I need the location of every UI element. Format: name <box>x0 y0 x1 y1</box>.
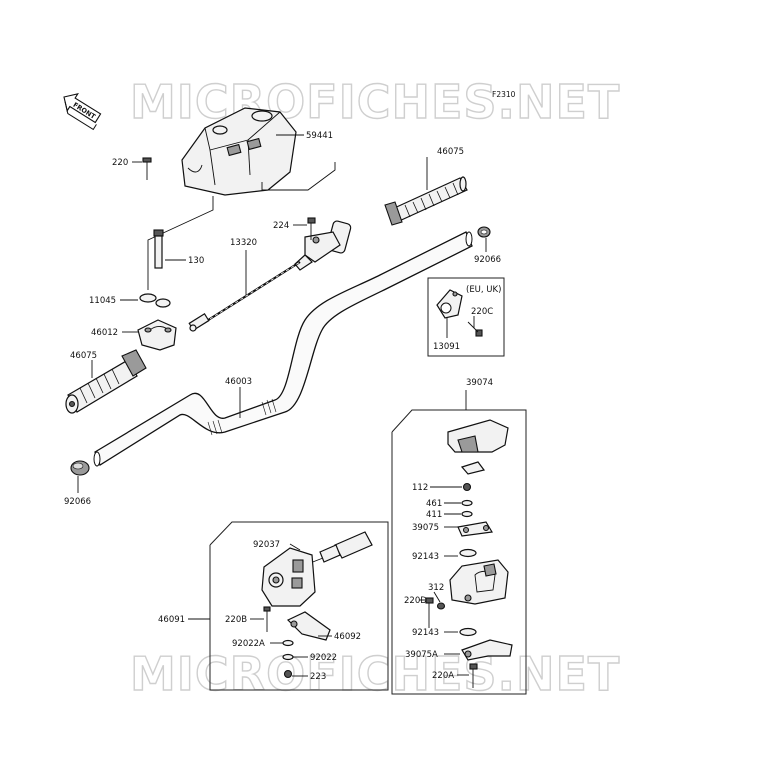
label-39075a: 39075A <box>405 650 438 660</box>
end-cap-92066-right <box>477 226 491 238</box>
label-312: 312 <box>428 583 444 593</box>
region-note: (EU, UK) <box>466 285 501 295</box>
label-220a: 220A <box>432 671 454 681</box>
switch-group-39074-frame <box>391 409 527 695</box>
label-92143-top: 92143 <box>412 552 439 562</box>
label-112: 112 <box>412 483 428 493</box>
pin-312 <box>436 602 446 610</box>
label-411: 411 <box>426 510 442 520</box>
front-arrow-icon: FRONT <box>63 92 102 131</box>
screw-220a <box>469 663 478 688</box>
washer-461 <box>461 499 473 507</box>
label-46012: 46012 <box>91 328 118 338</box>
clip-plate <box>460 461 486 475</box>
screw-224 <box>307 217 316 240</box>
left-switch-housing <box>261 547 316 607</box>
switch-cover-39074 <box>447 419 509 453</box>
bolt-130 <box>153 229 164 269</box>
spring-92143-top <box>459 548 477 558</box>
screw-220 <box>142 157 152 180</box>
label-220-top: 220 <box>112 158 128 168</box>
label-46091: 46091 <box>158 615 185 625</box>
handlebar-46003 <box>93 231 473 467</box>
label-220d: 220D <box>404 596 427 606</box>
watermark-bottom: MICROFICHES.NET <box>130 647 620 701</box>
screw-220c <box>467 321 483 337</box>
switch-lever-39075 <box>457 521 493 537</box>
label-130: 130 <box>188 256 204 266</box>
grip-46075-left <box>65 349 147 414</box>
figure-code: F2310 <box>492 90 516 99</box>
grip-46075-right <box>384 176 468 226</box>
throttle-cable-13320 <box>188 261 301 332</box>
label-223: 223 <box>310 672 326 682</box>
label-46075-left: 46075 <box>70 351 97 361</box>
label-13320: 13320 <box>230 238 257 248</box>
screw-220d <box>425 597 434 628</box>
end-cap-92066-left <box>70 460 90 476</box>
screw-220b <box>263 606 271 632</box>
washer-92022a <box>282 639 294 647</box>
label-39075: 39075 <box>412 523 439 533</box>
spring-92143-bottom <box>459 627 477 637</box>
label-92066-left: 92066 <box>64 497 91 507</box>
label-92143-bottom: 92143 <box>412 628 439 638</box>
eu-uk-box <box>427 277 505 357</box>
washer-411 <box>461 510 473 518</box>
label-46075-right: 46075 <box>437 147 464 157</box>
washer-11045 <box>139 293 171 308</box>
label-224: 224 <box>273 221 289 231</box>
label-46003: 46003 <box>225 377 252 387</box>
label-92037: 92037 <box>253 540 280 550</box>
label-13091: 13091 <box>433 342 460 352</box>
label-92022a: 92022A <box>232 639 265 649</box>
throttle-lever <box>294 220 352 271</box>
label-11045: 11045 <box>89 296 116 306</box>
clamp-46012 <box>137 319 177 351</box>
screw-223 <box>283 669 293 679</box>
watermark-top: MICROFICHES.NET <box>130 75 620 129</box>
screw-112 <box>462 482 472 492</box>
label-92022: 92022 <box>310 653 337 663</box>
label-59441: 59441 <box>306 131 333 141</box>
label-220c: 220C <box>471 307 493 317</box>
throttle-housing-13091 <box>436 289 463 319</box>
switch-connector <box>304 531 373 566</box>
washer-92022 <box>282 653 294 661</box>
label-46092: 46092 <box>334 632 361 642</box>
label-461: 461 <box>426 499 442 509</box>
handlebar-cover <box>181 107 297 196</box>
lever-39075a <box>461 639 513 661</box>
label-220b: 220B <box>225 615 247 625</box>
label-39074: 39074 <box>466 378 493 388</box>
label-92066-right: 92066 <box>474 255 501 265</box>
switch-housing <box>449 559 509 605</box>
switch-group-46091-frame <box>209 521 389 691</box>
lever-46092 <box>286 611 331 641</box>
